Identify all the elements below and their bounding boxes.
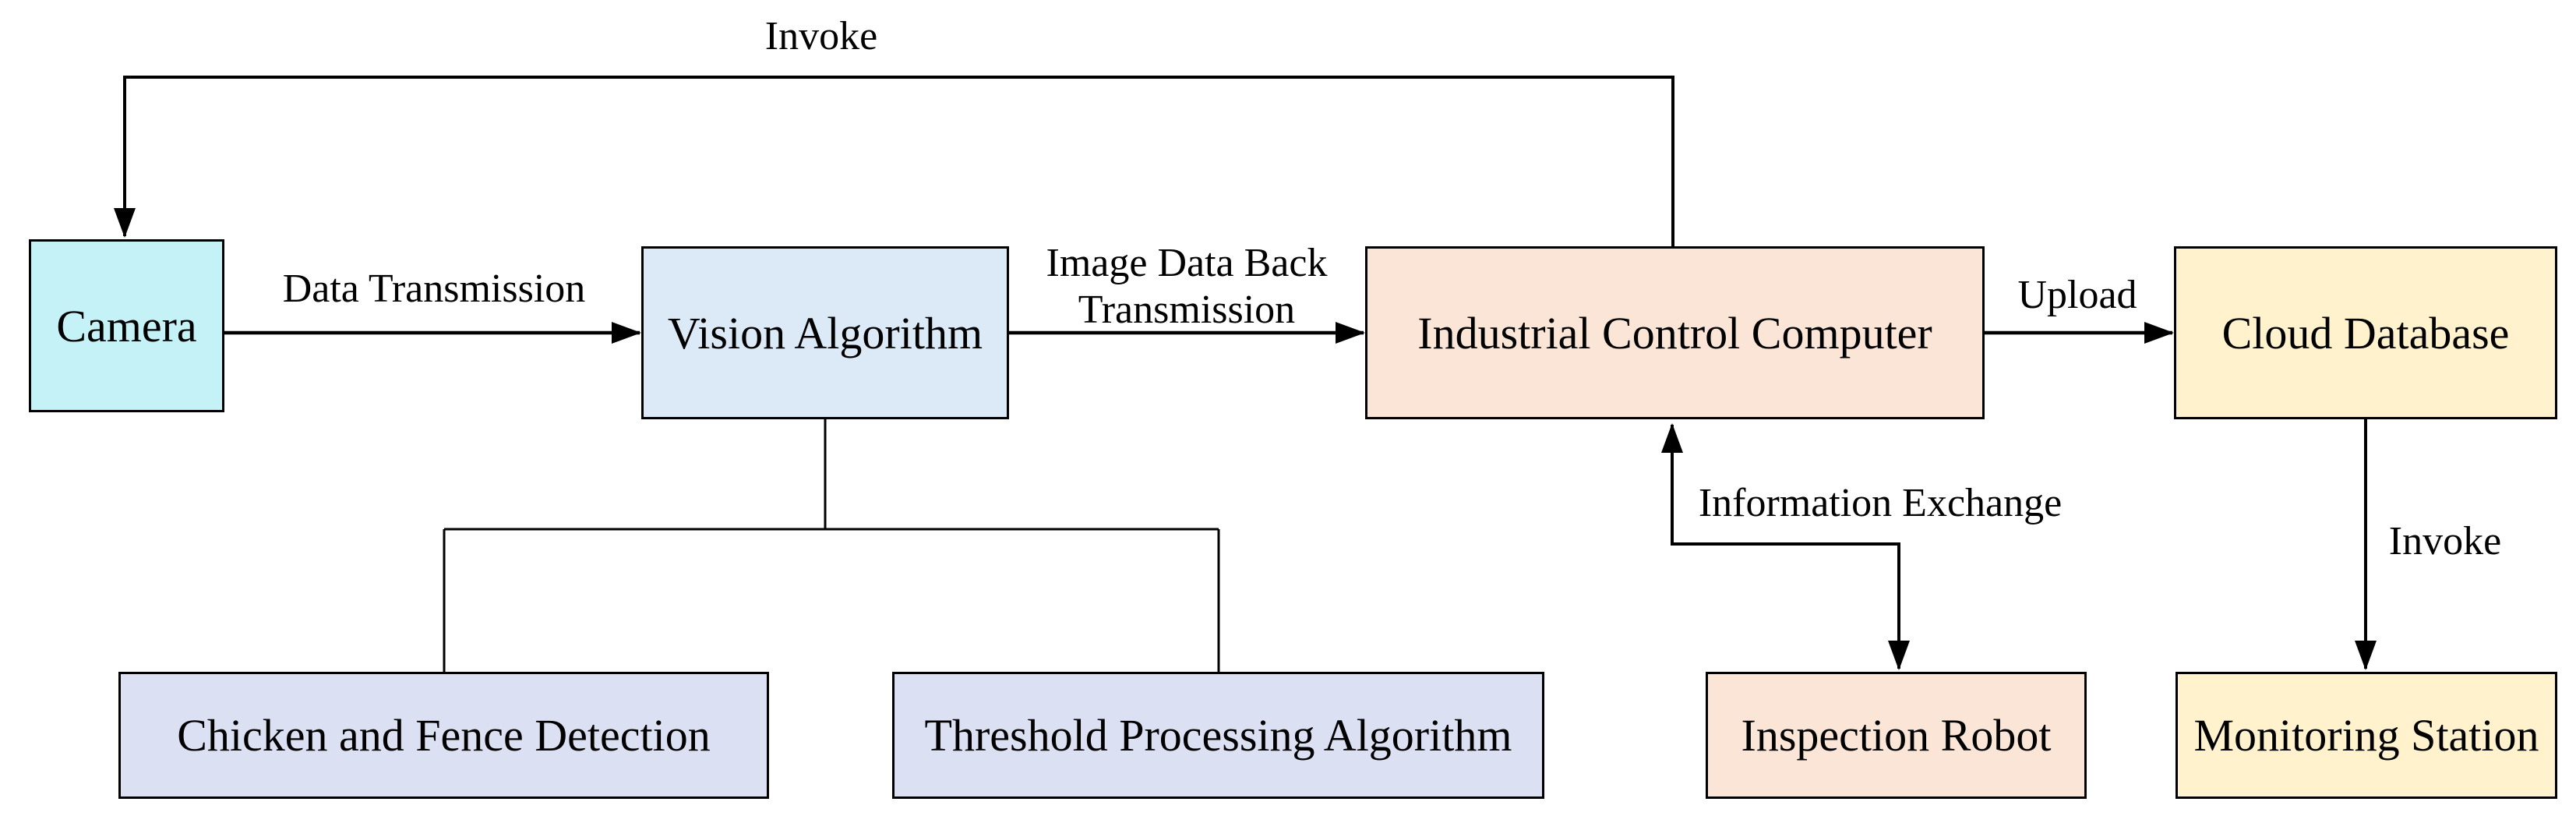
node-monitoring-station-label: Monitoring Station (2193, 710, 2539, 761)
node-inspection-robot-label: Inspection Robot (1741, 710, 2052, 761)
edge-label-invoke-top: Invoke (764, 14, 878, 58)
node-vision-algorithm-label: Vision Algorithm (667, 307, 983, 358)
node-threshold-processing-algorithm-label: Threshold Processing Algorithm (924, 710, 1512, 761)
node-camera-label: Camera (56, 300, 197, 351)
node-chicken-and-fence-detection: Chicken and Fence Detection (118, 672, 769, 799)
node-threshold-processing-algorithm: Threshold Processing Algorithm (892, 672, 1544, 799)
node-industrial-control-computer-label: Industrial Control Computer (1417, 307, 1932, 358)
edge-label-image-data-back-line2: Transmission (1078, 288, 1296, 332)
node-inspection-robot: Inspection Robot (1706, 672, 2087, 799)
info-exchange-down-arrow (1672, 542, 1910, 670)
edge-label-data-transmission: Data Transmission (282, 267, 586, 311)
edge-label-upload: Upload (2017, 273, 2137, 317)
invoke-loop-arrow (114, 76, 1674, 246)
node-camera: Camera (29, 239, 224, 412)
edge-label-information-exchange: Information Exchange (1698, 481, 2063, 525)
node-industrial-control-computer: Industrial Control Computer (1365, 246, 1985, 419)
node-chicken-and-fence-detection-label: Chicken and Fence Detection (177, 710, 711, 761)
edge-label-image-data-back-transmission: Image Data Back Transmission (1046, 240, 1328, 334)
edge-label-invoke-cloud: Invoke (2388, 519, 2502, 563)
node-monitoring-station: Monitoring Station (2175, 672, 2557, 799)
vision-children-connector (443, 419, 1220, 672)
edge-label-image-data-back-line1: Image Data Back (1046, 241, 1328, 285)
node-cloud-database-label: Cloud Database (2221, 307, 2510, 358)
node-cloud-database: Cloud Database (2174, 246, 2557, 419)
node-vision-algorithm: Vision Algorithm (641, 246, 1009, 419)
